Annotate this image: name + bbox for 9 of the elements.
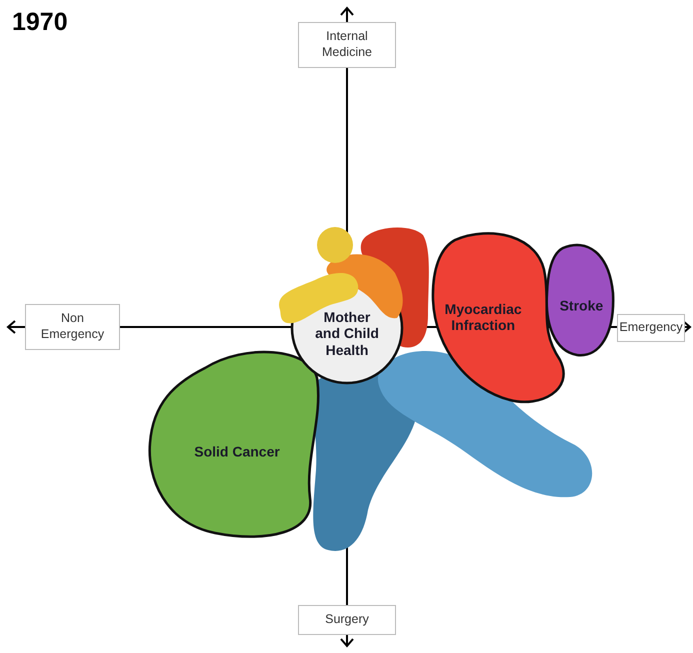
area-label: Mother and Child Health bbox=[314, 308, 380, 359]
axis-label: Emergency bbox=[617, 314, 685, 342]
axis-label: Non Emergency bbox=[25, 304, 120, 350]
axis-label: Internal Medicine bbox=[298, 22, 396, 68]
area-label: Myocardiac Infraction bbox=[444, 300, 523, 334]
year-title: 1970 bbox=[12, 8, 68, 37]
axis-label: Surgery bbox=[298, 605, 396, 635]
area-label: Solid Cancer bbox=[193, 443, 281, 460]
area-label: Stroke bbox=[558, 298, 604, 315]
